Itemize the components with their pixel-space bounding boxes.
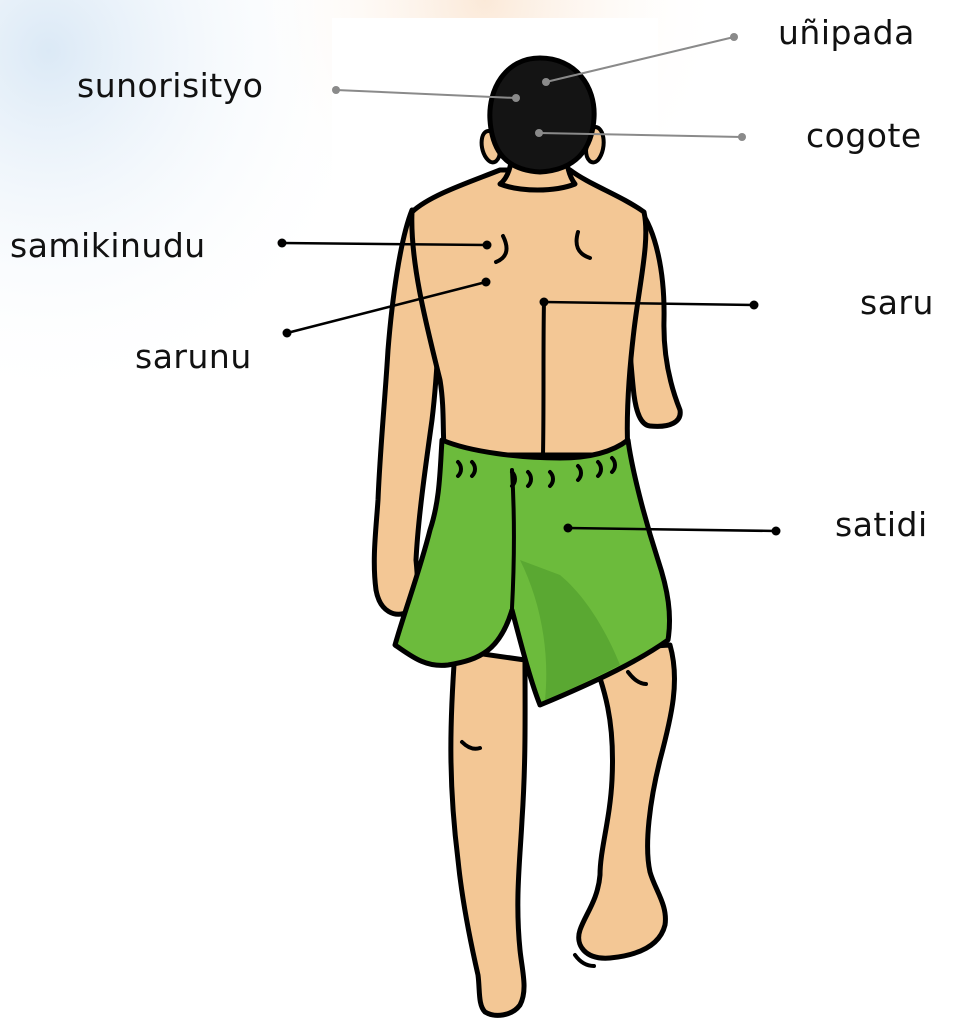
label-sarunu: sarunu — [135, 337, 252, 376]
label-samikinudu: samikinudu — [10, 226, 206, 265]
leader-dot-sarunu-start — [283, 329, 292, 338]
shorts-seam — [512, 470, 514, 608]
leader-dot-cogote-start — [535, 129, 543, 137]
leader-dot-sunorisityo-start — [332, 86, 340, 94]
leader-dot-unipada-start — [542, 78, 550, 86]
label-satidi: satidi — [835, 505, 928, 544]
leader-dot-samikinudu-start — [278, 239, 287, 248]
spine-line — [543, 300, 544, 455]
label-unipada: uñipada — [778, 13, 915, 52]
leader-dot-saru-start — [540, 298, 549, 307]
leader-dot-sarunu-end — [482, 278, 491, 287]
leader-dot-saru-end — [750, 301, 759, 310]
leader-dot-unipada-end — [730, 33, 738, 41]
leader-dot-samikinudu-end — [483, 241, 492, 250]
label-saru: saru — [860, 283, 934, 322]
label-sunorisityo: sunorisityo — [77, 66, 263, 105]
leader-dot-satidi-start — [564, 524, 573, 533]
leader-dot-sunorisityo-end — [512, 94, 520, 102]
label-cogote: cogote — [806, 116, 922, 155]
leader-dot-satidi-end — [772, 527, 781, 536]
leader-dot-cogote-end — [738, 133, 746, 141]
torso — [412, 170, 646, 455]
